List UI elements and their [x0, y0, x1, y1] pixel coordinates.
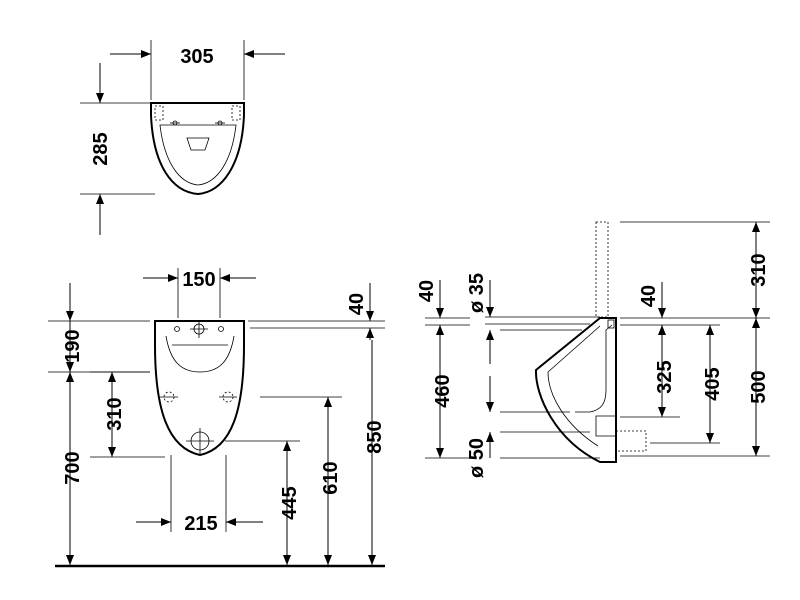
top-view: 305 285	[80, 40, 285, 235]
side-view: 40 460 ø 35 ø 50 40 325 405	[416, 221, 770, 478]
front-inlet-spacing-label: 150	[182, 269, 215, 291]
side-inner-depth-label: 325	[654, 360, 676, 393]
front-bracket-height-label: 610	[320, 461, 342, 494]
side-outlet-rise-label: 405	[702, 367, 724, 400]
front-outlet-height-label: 445	[279, 486, 301, 519]
front-top-offset-label: 40	[346, 293, 368, 315]
top-depth-label: 285	[90, 132, 112, 165]
side-pipe-length-label: 310	[748, 253, 770, 286]
front-outlet-spacing-label: 215	[184, 513, 217, 535]
side-total-height-label: 500	[748, 370, 770, 403]
front-top-to-holes-label: 190	[62, 329, 84, 362]
inlet-pipe	[595, 221, 609, 318]
side-rim-offset-label: 40	[638, 285, 660, 307]
side-view-bowl-outline	[534, 317, 617, 463]
side-outlet-diameter-label: ø 50	[466, 438, 488, 478]
front-hole-height-label: 700	[62, 451, 84, 484]
front-view: 150 190 700 310 215	[48, 268, 386, 568]
front-total-height-label: 850	[364, 420, 386, 453]
side-inlet-top-label: 40	[416, 280, 438, 302]
side-inlet-depth-label: 460	[432, 374, 454, 407]
front-hole-spacing-label: 310	[104, 397, 126, 430]
side-inlet-diameter-label: ø 35	[466, 273, 488, 313]
top-width-label: 305	[180, 46, 213, 68]
outlet-pipe	[615, 430, 647, 452]
front-view-bowl-outline	[154, 320, 245, 457]
